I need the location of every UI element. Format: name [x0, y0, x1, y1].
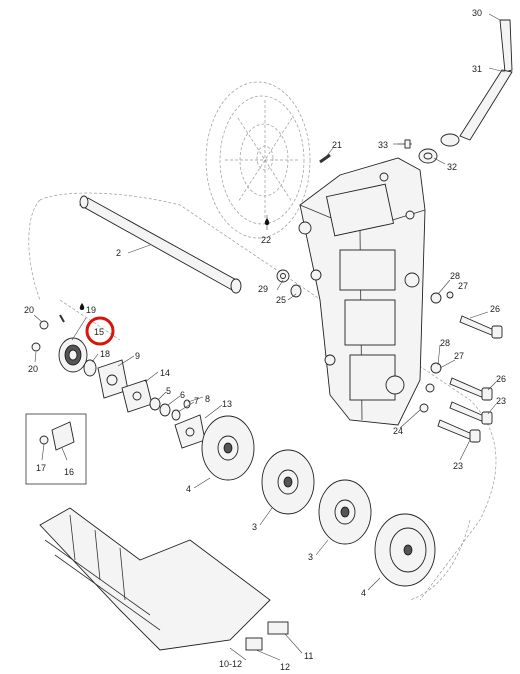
callout-12: 12: [280, 662, 290, 672]
callout-28-upper: 28: [450, 271, 460, 281]
callout-26-lower: 26: [496, 374, 506, 384]
bushing-32: [418, 148, 438, 164]
sprocket-4-front: [201, 415, 255, 481]
bracket-14: [121, 379, 153, 413]
callout-8: 8: [205, 394, 210, 404]
callout-7: 7: [194, 396, 199, 406]
callout-21: 21: [332, 140, 342, 150]
callout-4-rear: 4: [361, 588, 366, 598]
lubricant-drop-icon: [79, 218, 270, 310]
callout-23-upper: 23: [496, 396, 506, 406]
callout-31: 31: [472, 64, 482, 74]
bolts-right: [419, 291, 503, 443]
callout-3-b: 3: [308, 552, 313, 562]
bolt-33: [398, 139, 412, 149]
track-envelope-outline-2: [59, 299, 471, 601]
seal-18: [83, 359, 97, 377]
sprocket-3-a: [261, 449, 315, 515]
inset-box: [25, 413, 87, 485]
wheel-4-rear: [374, 513, 436, 587]
callout-25: 25: [276, 295, 286, 305]
callout-labels: 30 31 33 21 32 22 2 28 27 29 25 26 20 19…: [24, 8, 506, 672]
callout-24: 24: [393, 426, 403, 436]
ghost-drive-pulley: [205, 81, 311, 239]
pin-21: [319, 153, 331, 164]
callout-5: 5: [166, 386, 171, 396]
callout-19: 19: [86, 305, 96, 315]
callout-30: 30: [472, 8, 482, 18]
callout-2: 2: [116, 248, 121, 258]
callout-14: 14: [160, 368, 170, 378]
clip-11: [267, 621, 289, 635]
callout-27-upper: 27: [458, 281, 468, 291]
callout-32: 32: [447, 162, 457, 172]
callout-15: 15: [94, 327, 104, 337]
drive-shaft: [79, 195, 242, 294]
leader-lines: [33, 13, 506, 661]
shift-lever: [440, 19, 513, 147]
callout-13: 13: [222, 399, 232, 409]
sprocket-3-b: [318, 479, 372, 545]
callout-27-lower: 27: [454, 351, 464, 361]
callout-17: 17: [36, 463, 46, 473]
callout-11: 11: [304, 651, 313, 661]
washers-5-6-7: [149, 397, 191, 421]
callout-28-lower: 28: [440, 338, 450, 348]
callout-16: 16: [64, 467, 74, 477]
plate-13: [174, 414, 206, 449]
callout-33: 33: [378, 140, 388, 150]
fitting-19: [59, 314, 65, 323]
callout-3-a: 3: [252, 522, 257, 532]
callout-9: 9: [135, 351, 140, 361]
callout-20-lower: 20: [28, 364, 38, 374]
callout-6: 6: [180, 390, 185, 400]
washer-25: [290, 284, 302, 298]
chaincase-housing: [298, 157, 426, 426]
clip-12: [245, 637, 263, 651]
callout-23-lower: 23: [453, 461, 463, 471]
bearing-housing-15: [58, 337, 88, 373]
callout-22: 22: [261, 235, 271, 245]
callout-18: 18: [100, 349, 110, 359]
highlight-circle: [85, 316, 115, 346]
nut-29: [276, 269, 290, 283]
callout-10-12: 10-12: [219, 659, 242, 669]
callout-20-upper: 20: [24, 305, 34, 315]
nut-20: [31, 320, 49, 352]
callout-4-front: 4: [186, 484, 191, 494]
plate-9: [97, 359, 129, 399]
callout-29: 29: [258, 284, 268, 294]
track-belt: [39, 507, 271, 651]
callout-26-upper: 26: [490, 304, 500, 314]
